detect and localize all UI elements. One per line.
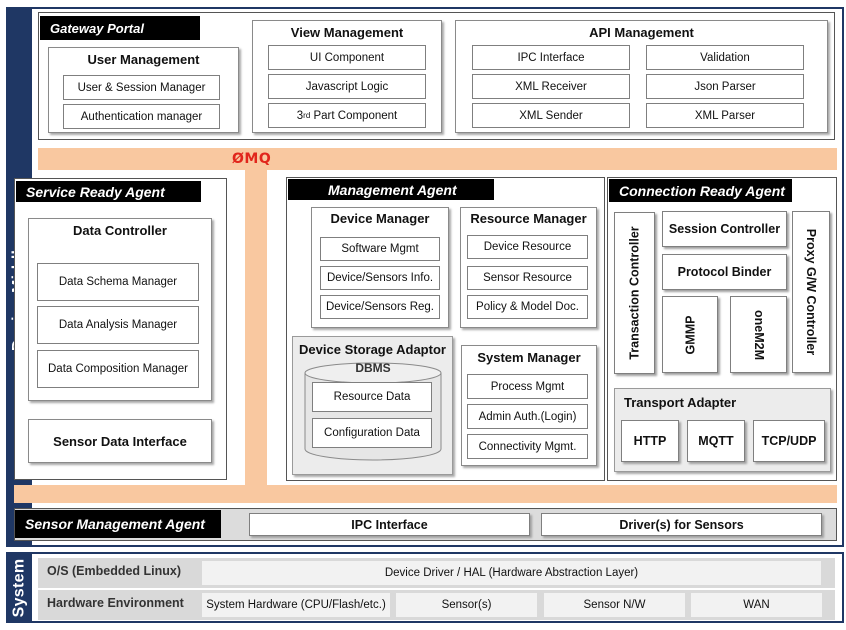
device-middleware-frame [6, 7, 844, 547]
gmmp: GMMP [662, 296, 718, 373]
drivers-for-sensors: Driver(s) for Sensors [541, 513, 822, 536]
device-resource: Device Resource [467, 235, 588, 259]
dbms-label: DBMS [355, 361, 391, 375]
data-schema-manager: Data Schema Manager [37, 263, 199, 301]
policy-model-doc: Policy & Model Doc. [467, 295, 588, 319]
device-driver-hal: Device Driver / HAL (Hardware Abstractio… [202, 561, 821, 585]
api-xml-sender: XML Sender [472, 103, 630, 128]
transport-mqtt: MQTT [687, 420, 745, 462]
onem2m: oneM2M [730, 296, 787, 373]
ui-component: UI Component [268, 45, 426, 70]
sensor-nw: Sensor N/W [544, 593, 685, 617]
api-xml-parser: XML Parser [646, 103, 804, 128]
api-ipc-interface: IPC Interface [472, 45, 630, 70]
management-agent-title: Management Agent [288, 179, 494, 200]
api-json-parser: Json Parser [646, 74, 804, 99]
resource-manager-title: Resource Manager [470, 211, 587, 226]
protocol-binder: Protocol Binder [662, 254, 787, 290]
middleware-bus-bottom [14, 485, 837, 503]
device-storage-adaptor-title: Device Storage Adaptor [299, 342, 446, 357]
admin-auth-login: Admin Auth.(Login) [467, 404, 588, 429]
data-controller-title: Data Controller [73, 223, 167, 238]
zmq-logo: ØMQ [232, 151, 272, 167]
user-session-manager: User & Session Manager [63, 75, 220, 100]
sensor-data-interface: Sensor Data Interface [28, 419, 212, 463]
middleware-bus-vertical [245, 148, 267, 488]
data-analysis-manager: Data Analysis Manager [37, 306, 199, 344]
data-composition-manager: Data Composition Manager [37, 350, 199, 388]
gateway-portal-title: Gateway Portal [40, 16, 200, 40]
transport-tcp-udp: TCP/UDP [753, 420, 825, 462]
proxy-gw-controller: Proxy G/W Controller [792, 211, 830, 373]
view-management-title: View Management [290, 25, 404, 40]
os-label: O/S (Embedded Linux) [47, 564, 182, 578]
sensor-management-agent-title: Sensor Management Agent [15, 510, 221, 538]
sensor-ipc-interface: IPC Interface [249, 513, 530, 536]
system-manager-title: System Manager [477, 350, 581, 365]
system-hardware: System Hardware (CPU/Flash/etc.) [202, 593, 390, 617]
connection-ready-agent-title: Connection Ready Agent [609, 179, 792, 202]
system-frame [6, 552, 844, 623]
transaction-controller: Transaction Controller [614, 212, 655, 374]
configuration-data: Configuration Data [312, 418, 432, 448]
system-label: System [6, 552, 32, 623]
sensor-resource: Sensor Resource [467, 266, 588, 290]
api-validation: Validation [646, 45, 804, 70]
device-sensors-reg: Device/Sensors Reg. [320, 295, 440, 319]
session-controller: Session Controller [662, 211, 787, 247]
hardware-sensors: Sensor(s) [396, 593, 537, 617]
resource-data: Resource Data [312, 382, 432, 412]
device-manager-title: Device Manager [330, 211, 430, 226]
transport-adapter-title: Transport Adapter [624, 395, 737, 410]
device-sensors-info: Device/Sensors Info. [320, 266, 440, 290]
service-ready-agent-title: Service Ready Agent [16, 181, 201, 202]
user-management-title: User Management [87, 52, 200, 67]
process-mgmt: Process Mgmt [467, 374, 588, 399]
authentication-manager: Authentication manager [63, 104, 220, 129]
middleware-bus-top [38, 148, 837, 170]
software-mgmt: Software Mgmt [320, 237, 440, 261]
api-xml-receiver: XML Receiver [472, 74, 630, 99]
connectivity-mgmt: Connectivity Mgmt. [467, 434, 588, 459]
transport-http: HTTP [621, 420, 679, 462]
wan: WAN [691, 593, 822, 617]
javascript-logic: Javascript Logic [268, 74, 426, 99]
hardware-label: Hardware Environment [47, 596, 184, 610]
api-management-title: API Management [589, 25, 694, 40]
